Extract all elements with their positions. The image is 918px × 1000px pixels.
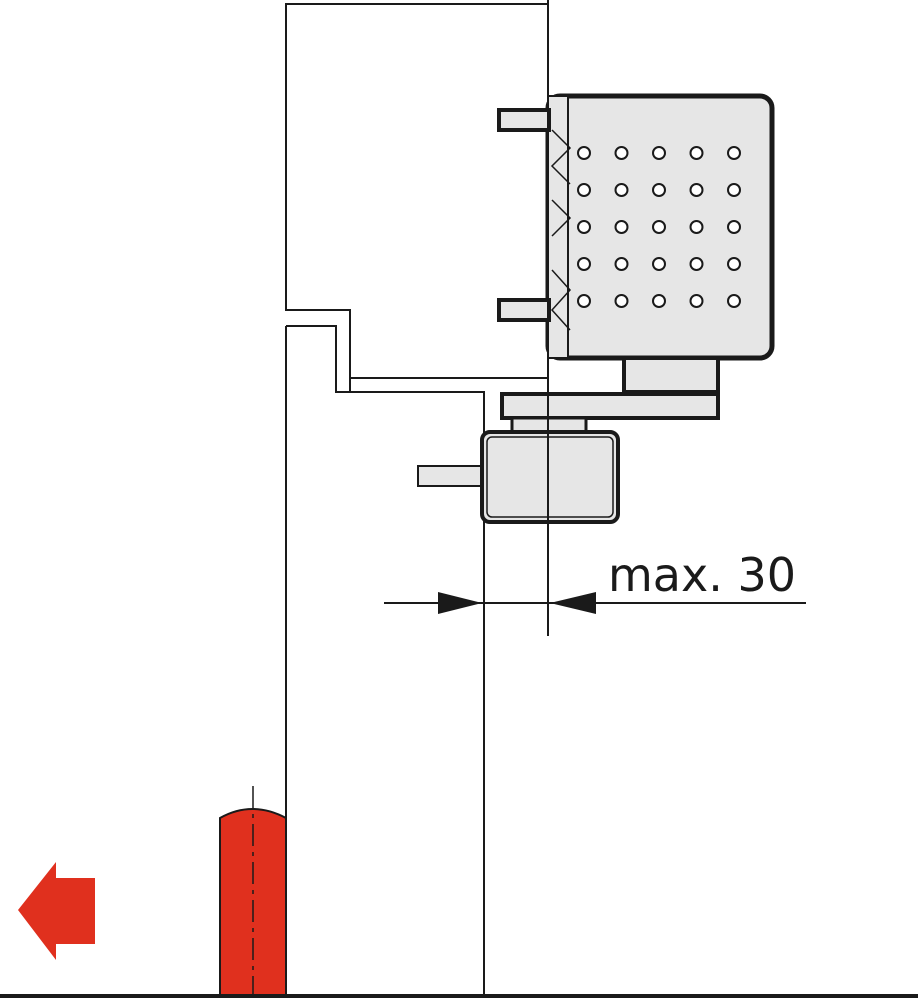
vent-hole [689,183,704,197]
vent-hole [727,146,741,160]
vent-hole [614,294,629,308]
vent-hole [577,146,591,160]
vent-hole [614,183,629,197]
vent-hole [652,220,666,234]
vent-hole [652,257,666,271]
mounting-plate [480,356,720,524]
vent-hole [614,257,629,271]
vent-hole [614,220,629,234]
arrow-left-icon [18,862,95,960]
door-closer-body [545,93,775,361]
vent-hole [577,257,591,271]
vent-hole [652,294,666,308]
door-stop [219,786,287,997]
vent-hole [689,294,704,308]
vent-hole [689,257,704,271]
vent-hole [727,294,741,308]
vent-hole [689,146,704,160]
vent-hole [577,294,591,308]
vent-hole [727,183,741,197]
vent-hole [727,220,741,234]
dimension-max-30 [384,592,806,614]
vent-hole [727,257,741,271]
vent-hole [652,146,666,160]
dimension-label: max. 30 [608,548,796,602]
vent-hole [577,220,591,234]
vent-hole [577,183,591,197]
frame-step [286,325,485,996]
vent-hole [652,183,666,197]
vent-hole [689,220,704,234]
vent-hole [614,146,629,160]
